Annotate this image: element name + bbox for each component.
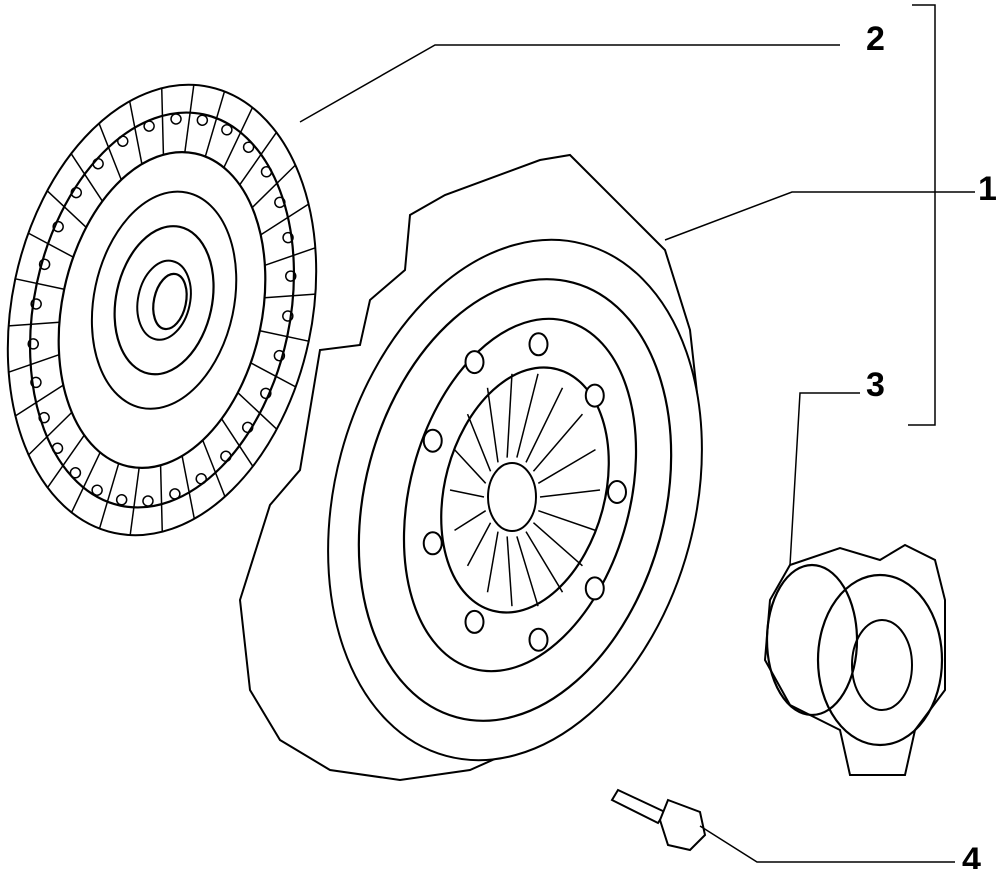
callout-3: 3: [866, 366, 885, 404]
diaphragm-finger: [506, 536, 513, 607]
diaphragm-finger: [486, 531, 499, 593]
diaphragm-finger: [506, 373, 513, 458]
disc-segment-line: [98, 123, 122, 181]
disc-rivet: [273, 349, 286, 362]
disc-rivet: [92, 157, 104, 170]
disc-segment-line: [70, 153, 104, 202]
disc-segment-line: [8, 353, 60, 373]
disc-segment-line: [159, 465, 164, 532]
disc-rivet: [260, 166, 273, 178]
disc-segment-line: [239, 132, 278, 186]
disc-segment-line: [129, 467, 140, 536]
disc-segment-line: [264, 247, 316, 267]
diaphragm-finger: [538, 509, 596, 532]
disc-segment-line: [160, 88, 165, 155]
diaphragm-finger: [537, 448, 596, 484]
disc-rivet: [169, 488, 181, 500]
disc-rivet: [143, 120, 155, 132]
disc-rivet: [220, 450, 232, 463]
disc-segment-line: [259, 330, 309, 342]
diaphragm-finger: [516, 536, 539, 607]
disc-segment-line: [15, 278, 65, 290]
disc-segment-line: [128, 101, 143, 165]
disc-rivet: [284, 270, 297, 282]
disc-segment-line: [204, 91, 226, 157]
disc-segment-line: [250, 362, 297, 388]
clutch-disc: [6, 83, 318, 537]
diaphragm-finger: [532, 413, 584, 472]
diaphragm-finger: [449, 489, 485, 498]
disc-segment-line: [237, 392, 278, 430]
bolt-hole: [464, 350, 485, 375]
disc-rivet: [195, 473, 207, 485]
diaphragm-finger: [539, 489, 601, 498]
diaphragm-finger: [525, 531, 564, 593]
diaphragm-finger: [516, 373, 539, 458]
disc-rivet: [142, 495, 154, 507]
disc-segment-line: [8, 321, 60, 327]
disc-rivet: [274, 196, 286, 209]
diaphragm-finger: [486, 387, 499, 463]
disc-rivet: [170, 113, 182, 125]
disc-segment-line: [46, 434, 85, 488]
leader-lines: [299, 4, 975, 863]
diaphragm-finger: [453, 449, 487, 484]
disc-segment-line: [264, 293, 316, 299]
disc-rivet: [38, 258, 51, 271]
disc-rivet: [27, 338, 40, 350]
disc-segment-line: [184, 84, 195, 153]
disc-segment-line: [251, 164, 296, 209]
disc-rivet: [221, 124, 233, 136]
disc-rivet: [38, 411, 50, 424]
bolt-hole: [528, 627, 549, 652]
callout-4: 4: [962, 841, 981, 869]
disc-rivet: [282, 231, 294, 244]
bolt: [610, 788, 707, 852]
callout-1: 1: [978, 170, 997, 208]
callout-2: 2: [866, 20, 885, 58]
diaphragm-finger: [466, 413, 492, 472]
diaphragm-finger: [532, 522, 583, 567]
bolt-hole: [584, 576, 605, 601]
bolt-hole: [464, 609, 485, 634]
disc-rivet: [115, 494, 128, 506]
disc-rivet: [30, 298, 42, 310]
disc-segment-line: [28, 411, 73, 456]
diaphragm-finger: [466, 522, 492, 567]
disc-rivet: [69, 467, 82, 479]
pressure-plate: [238, 153, 703, 782]
disc-segment-line: [27, 232, 74, 258]
disc-rivet: [242, 141, 255, 153]
bolt-hole: [528, 332, 549, 357]
bolt-hole: [607, 480, 627, 504]
disc-rivet: [260, 387, 272, 400]
disc-segment-line: [181, 455, 196, 519]
disc-segment-line: [202, 439, 226, 497]
disc-segment-line: [260, 203, 309, 236]
bolt-hole: [584, 383, 605, 408]
disc-segment-line: [70, 452, 101, 513]
disc-segment-line: [220, 418, 254, 467]
disc-rivet: [51, 442, 64, 454]
disc-rivet: [70, 186, 83, 199]
disc-rivet: [241, 421, 254, 434]
diaphragm-finger: [454, 510, 487, 531]
disc-segment-line: [98, 463, 120, 529]
disc-segment-line: [223, 107, 254, 168]
disc-rivet: [30, 376, 42, 389]
disc-rivet: [91, 484, 103, 496]
diaphragm-finger: [525, 387, 564, 463]
disc-segment-line: [15, 384, 64, 417]
disc-rivet: [52, 220, 64, 233]
disc-rivet: [196, 114, 209, 126]
release-bearing: [763, 543, 946, 776]
disc-rivet: [117, 135, 129, 147]
bolt-hole: [422, 531, 443, 556]
bolt-hole: [422, 428, 443, 453]
disc-segment-line: [46, 190, 87, 228]
disc-rivet: [282, 310, 294, 322]
